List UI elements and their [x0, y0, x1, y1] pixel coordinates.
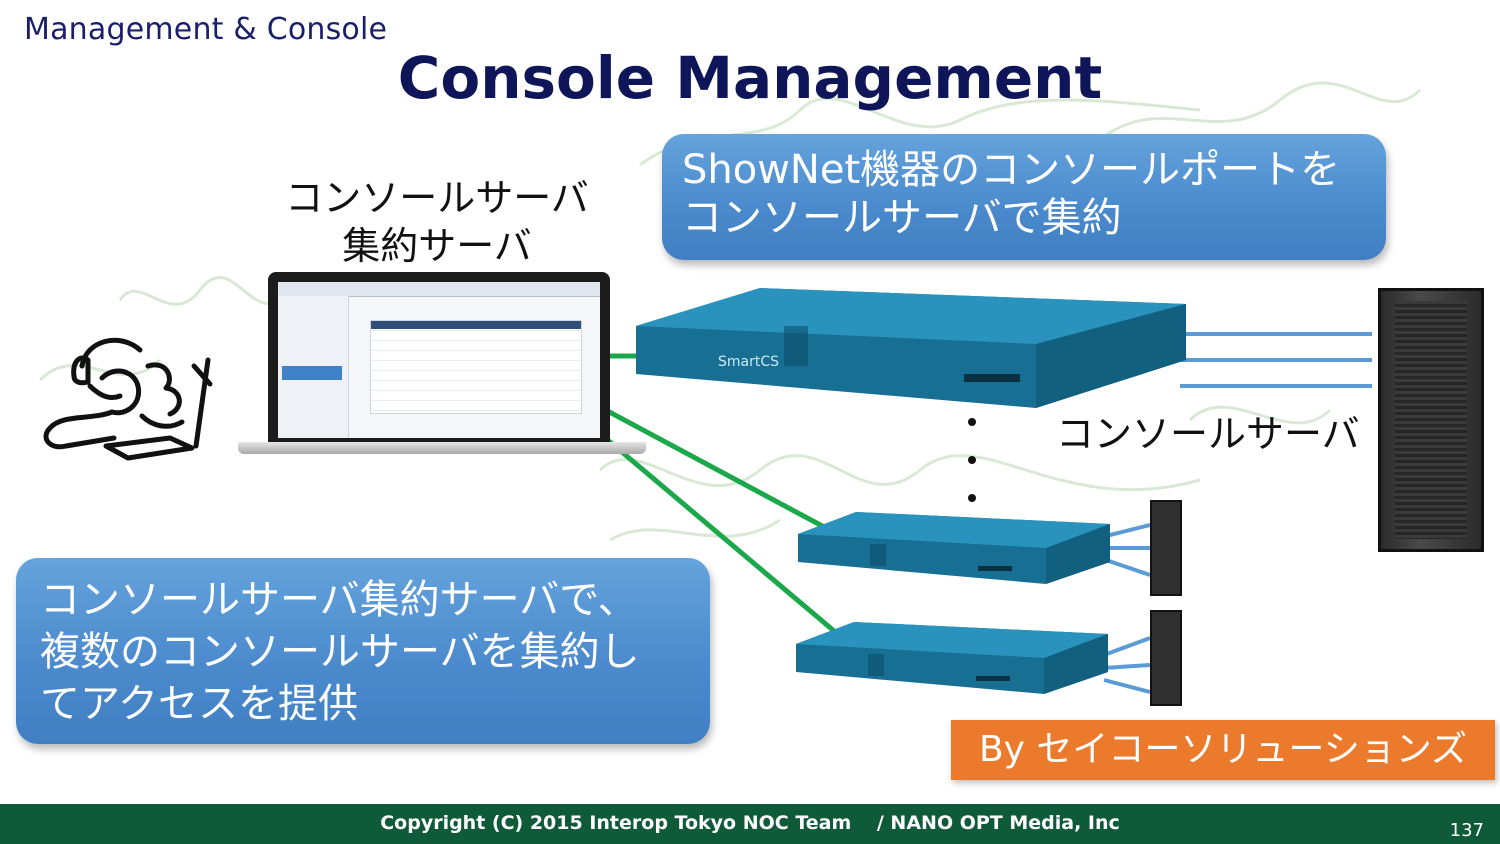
laptop-display: [278, 282, 600, 438]
app-sidebar: [278, 296, 349, 438]
section-label: Management & Console: [24, 12, 388, 47]
device-brand-label: SmartCS: [718, 354, 779, 370]
vertical-ellipsis: [962, 410, 982, 506]
serial-links: [1103, 332, 1372, 694]
laptop-icon: [238, 272, 646, 458]
slide-title: Console Management: [397, 44, 1103, 112]
laptop-base: [238, 442, 646, 454]
server-rack-icon: [1378, 288, 1484, 552]
aggregation-server-label-line-1: コンソールサーバ: [285, 176, 589, 220]
console-server-label: コンソールサーバ: [1056, 412, 1360, 456]
server-table: [370, 320, 582, 414]
server-rack-small-2: [1150, 610, 1182, 706]
operator-icon: [43, 337, 213, 461]
rack-grille: [1395, 301, 1467, 539]
credit-badge: By セイコーソリューションズ: [951, 720, 1495, 780]
footer-copyright: Copyright (C) 2015 Interop Tokyo NOC Tea…: [380, 812, 1120, 834]
page-number: 137: [1449, 820, 1484, 841]
server-rack-small-1: [1150, 500, 1182, 596]
browser-toolbar: [278, 282, 600, 297]
callout-top-line-1: ShowNet機器のコンソールポートを: [682, 147, 1341, 193]
footer-bar: [0, 804, 1500, 844]
console-server-icon: SmartCS: [636, 288, 1186, 408]
callout-top: ShowNet機器のコンソールポートを コンソールサーバで集約: [662, 134, 1386, 260]
callout-bottom-line-2: 複数のコンソールサーバを集約し: [40, 629, 640, 675]
sidebar-highlight: [282, 366, 342, 380]
callout-bottom-line-3: てアクセスを提供: [40, 681, 358, 727]
callout-top-line-2: コンソールサーバで集約: [682, 195, 1122, 241]
console-server-small-1: [798, 512, 1110, 584]
callout-bottom-line-1: コンソールサーバ集約サーバで、: [40, 577, 638, 623]
table-header: [371, 321, 581, 329]
aggregation-server-label-line-2: 集約サーバ: [342, 224, 532, 268]
aggregation-server-label: コンソールサーバ 集約サーバ: [282, 174, 592, 270]
console-server-small-2: [796, 622, 1108, 694]
callout-bottom: コンソールサーバ集約サーバで、 複数のコンソールサーバを集約し てアクセスを提供: [16, 558, 710, 744]
